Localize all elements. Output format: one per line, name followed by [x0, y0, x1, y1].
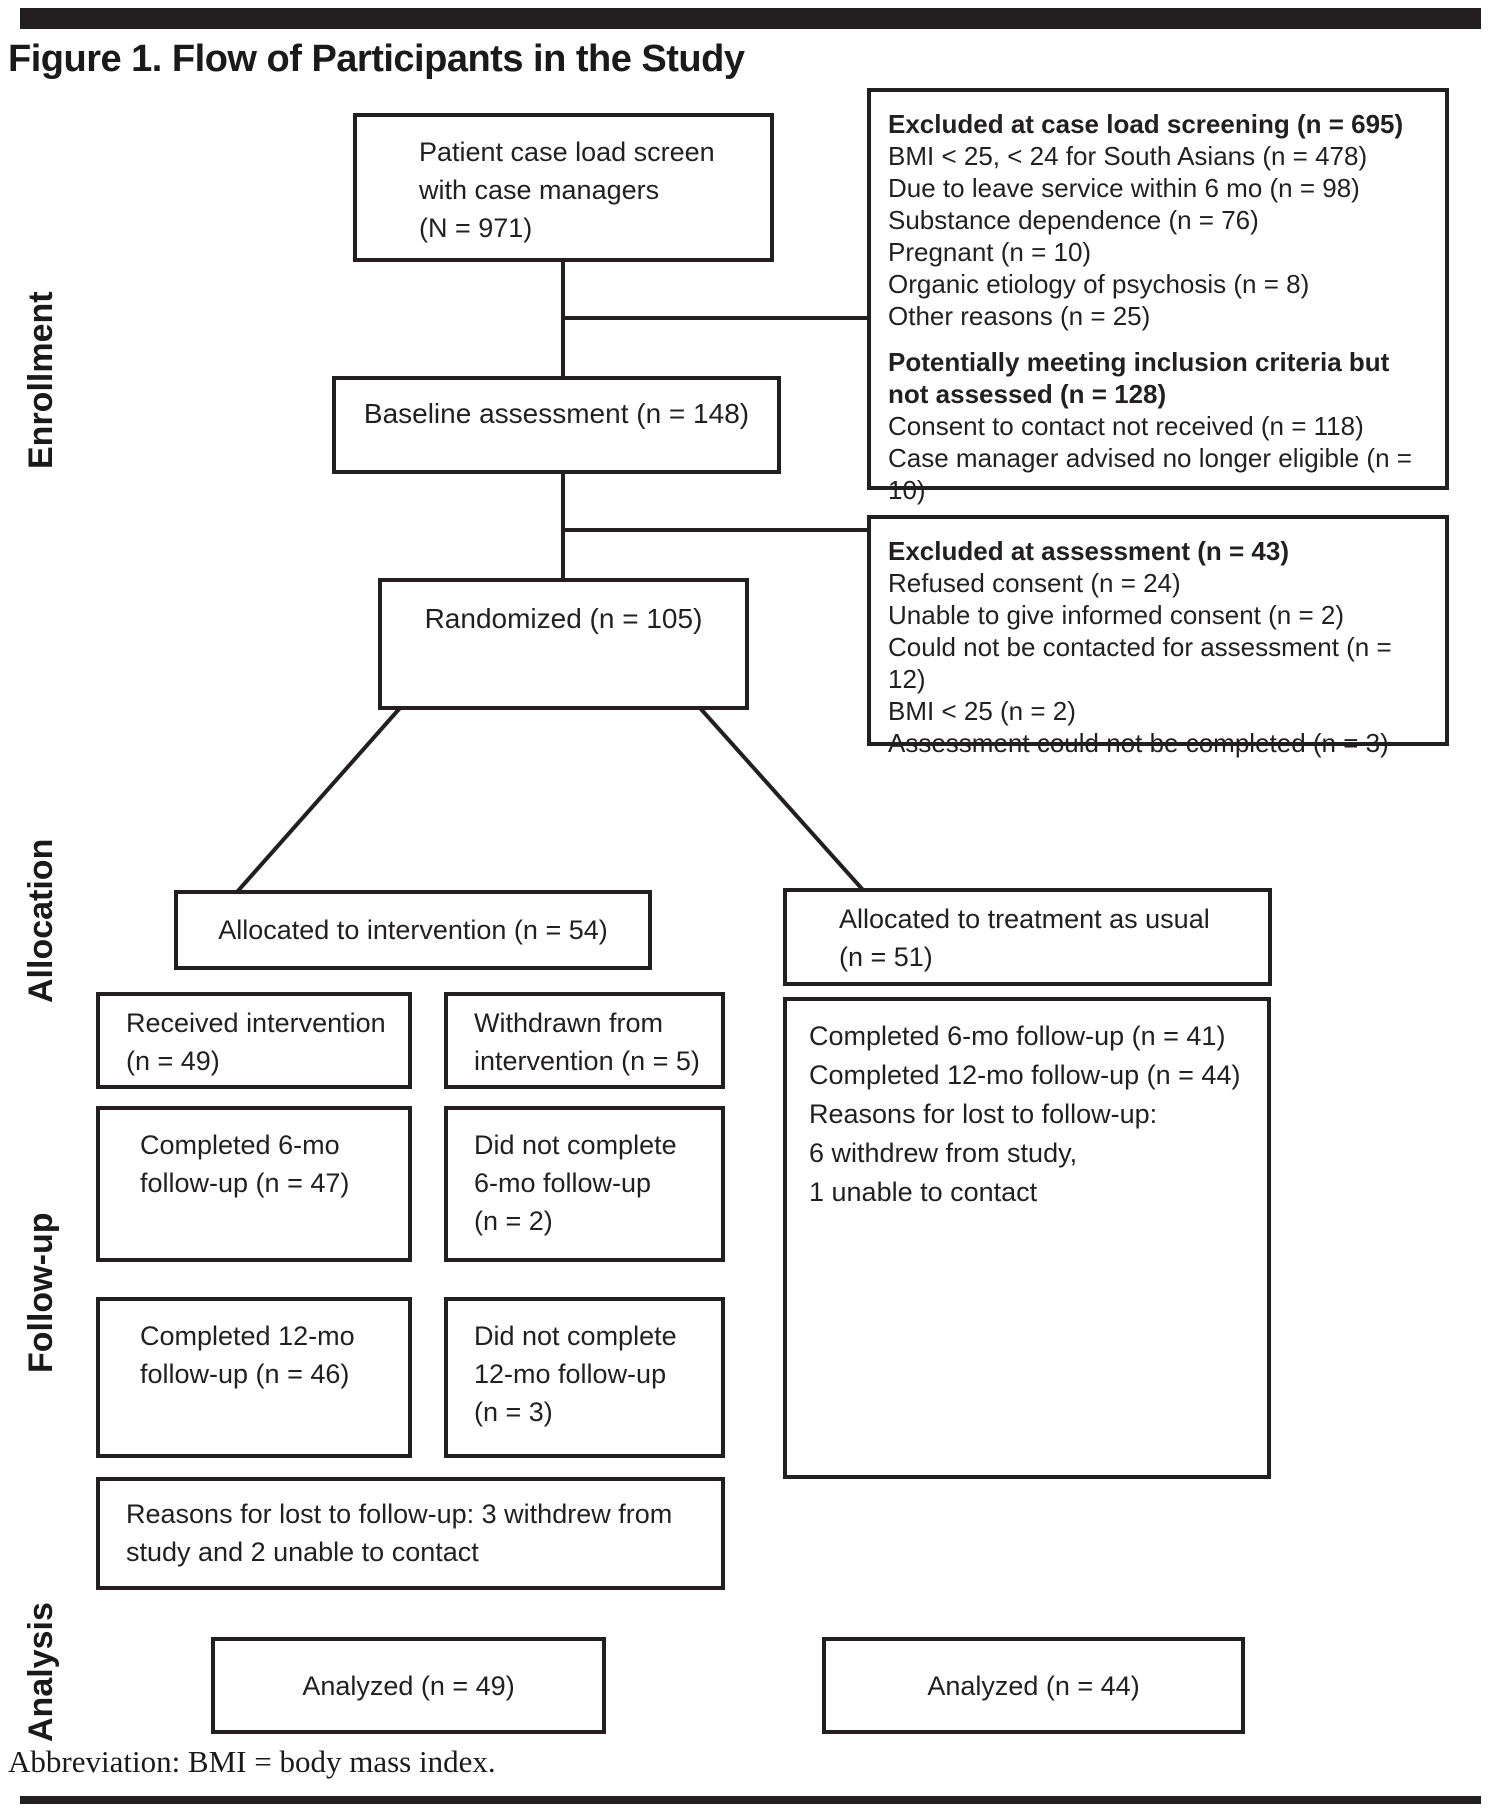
box-allocated-tau: Allocated to treatment as usual (n = 51): [783, 888, 1272, 986]
box-line: (n = 3): [474, 1397, 553, 1427]
exclusion-item: Other reasons (n = 25): [888, 301, 1151, 331]
box-line: Reasons for lost to follow-up: 3 withdre…: [126, 1499, 673, 1529]
box-text: Randomized (n = 105): [424, 603, 703, 634]
box-excluded-screening: Excluded at case load screening (n = 695…: [867, 88, 1449, 505]
exclusion-item: Substance dependence (n = 76): [888, 205, 1259, 235]
exclusion-item: Pregnant (n = 10): [888, 237, 1092, 267]
exclusion-item: Assessment could not be completed (n = 3…: [888, 728, 1389, 758]
excluded-assessment-heading: Excluded at assessment (n = 43): [888, 536, 1290, 566]
exclusion-item: Consent to contact not received (n = 118…: [888, 411, 1364, 441]
box-line: (n = 49): [126, 1046, 220, 1076]
exclusion-item: BMI < 25, < 24 for South Asians (n = 478…: [888, 141, 1368, 171]
box-line: Reasons for lost to follow-up:: [809, 1099, 1158, 1129]
abbreviation-note: Abbreviation: BMI = body mass index.: [8, 1744, 496, 1779]
box-withdrawn-intervention: Withdrawn from intervention (n = 5): [444, 992, 725, 1089]
top-rule: [20, 8, 1481, 29]
box-line: Did not complete: [474, 1130, 677, 1160]
box-completed-6mo: Completed 6-mo follow-up (n = 47): [96, 1106, 412, 1262]
box-line: Completed 12-mo follow-up (n = 44): [809, 1060, 1241, 1090]
connector-randomized-to-tau: [698, 706, 865, 892]
box-line: (N = 971): [419, 213, 533, 243]
exclusion-item: Unable to give informed consent (n = 2): [888, 600, 1344, 630]
bottom-rule: [20, 1796, 1481, 1804]
box-text: Baseline assessment (n = 148): [363, 398, 750, 429]
exclusion-item: Case manager advised no longer eligible …: [888, 443, 1412, 505]
box-line: follow-up (n = 47): [140, 1168, 350, 1198]
box-line: 12-mo follow-up: [474, 1359, 667, 1389]
box-allocated-intervention: Allocated to intervention (n = 54): [174, 890, 652, 970]
box-line: (n = 2): [474, 1206, 553, 1236]
box-line: Did not complete: [474, 1321, 677, 1351]
box-line: intervention (n = 5): [474, 1046, 700, 1076]
box-line: Completed 12-mo: [140, 1321, 355, 1351]
box-did-not-complete-6mo: Did not complete 6-mo follow-up (n = 2): [444, 1106, 725, 1262]
box-randomized: Randomized (n = 105): [378, 578, 749, 710]
box-line: Withdrawn from: [474, 1008, 664, 1038]
box-line: 6-mo follow-up: [474, 1168, 652, 1198]
box-excluded-assessment: Excluded at assessment (n = 43) Refused …: [867, 515, 1449, 758]
box-text: Analyzed (n = 44): [927, 1670, 1140, 1701]
box-line: (n = 51): [839, 942, 933, 972]
exclusion-item: Organic etiology of psychosis (n = 8): [888, 269, 1310, 299]
box-line: Allocated to treatment as usual: [839, 904, 1210, 934]
box-did-not-complete-12mo: Did not complete 12-mo follow-up (n = 3): [444, 1297, 725, 1458]
exclusion-item: BMI < 25 (n = 2): [888, 696, 1076, 726]
excluded-screening-heading: Excluded at case load screening (n = 695…: [888, 109, 1404, 139]
box-tau-followup: Completed 6-mo follow-up (n = 41) Comple…: [783, 997, 1271, 1479]
connector-randomized-to-intervention: [235, 706, 402, 894]
box-analyzed-tau: Analyzed (n = 44): [822, 1637, 1245, 1734]
not-assessed-heading: Potentially meeting inclusion criteria b…: [888, 347, 1390, 409]
box-line: 6 withdrew from study,: [809, 1138, 1078, 1168]
box-line: 1 unable to contact: [809, 1177, 1038, 1207]
box-completed-12mo: Completed 12-mo follow-up (n = 46): [96, 1297, 412, 1458]
box-analyzed-intervention: Analyzed (n = 49): [211, 1637, 606, 1734]
box-reasons-lost: Reasons for lost to follow-up: 3 withdre…: [96, 1477, 725, 1590]
box-text: Allocated to intervention (n = 54): [218, 915, 608, 945]
exclusion-item: Could not be contacted for assessment (n…: [888, 632, 1392, 694]
exclusion-item: Refused consent (n = 24): [888, 568, 1181, 598]
exclusion-item: Due to leave service within 6 mo (n = 98…: [888, 173, 1360, 203]
box-baseline-assessment: Baseline assessment (n = 148): [332, 376, 781, 474]
box-line: Completed 6-mo follow-up (n = 41): [809, 1021, 1226, 1051]
box-line: Completed 6-mo: [140, 1130, 340, 1160]
box-line: with case managers: [419, 175, 660, 205]
box-line: Received intervention: [126, 1008, 386, 1038]
box-text: Analyzed (n = 49): [302, 1670, 515, 1701]
box-received-intervention: Received intervention (n = 49): [96, 992, 412, 1089]
spacer: [888, 332, 1433, 346]
figure-title: Figure 1. Flow of Participants in the St…: [8, 38, 745, 80]
box-line: Patient case load screen: [419, 137, 715, 167]
box-case-load-screen: Patient case load screen with case manag…: [353, 113, 774, 262]
box-line: follow-up (n = 46): [140, 1359, 350, 1389]
box-line: study and 2 unable to contact: [126, 1537, 479, 1567]
